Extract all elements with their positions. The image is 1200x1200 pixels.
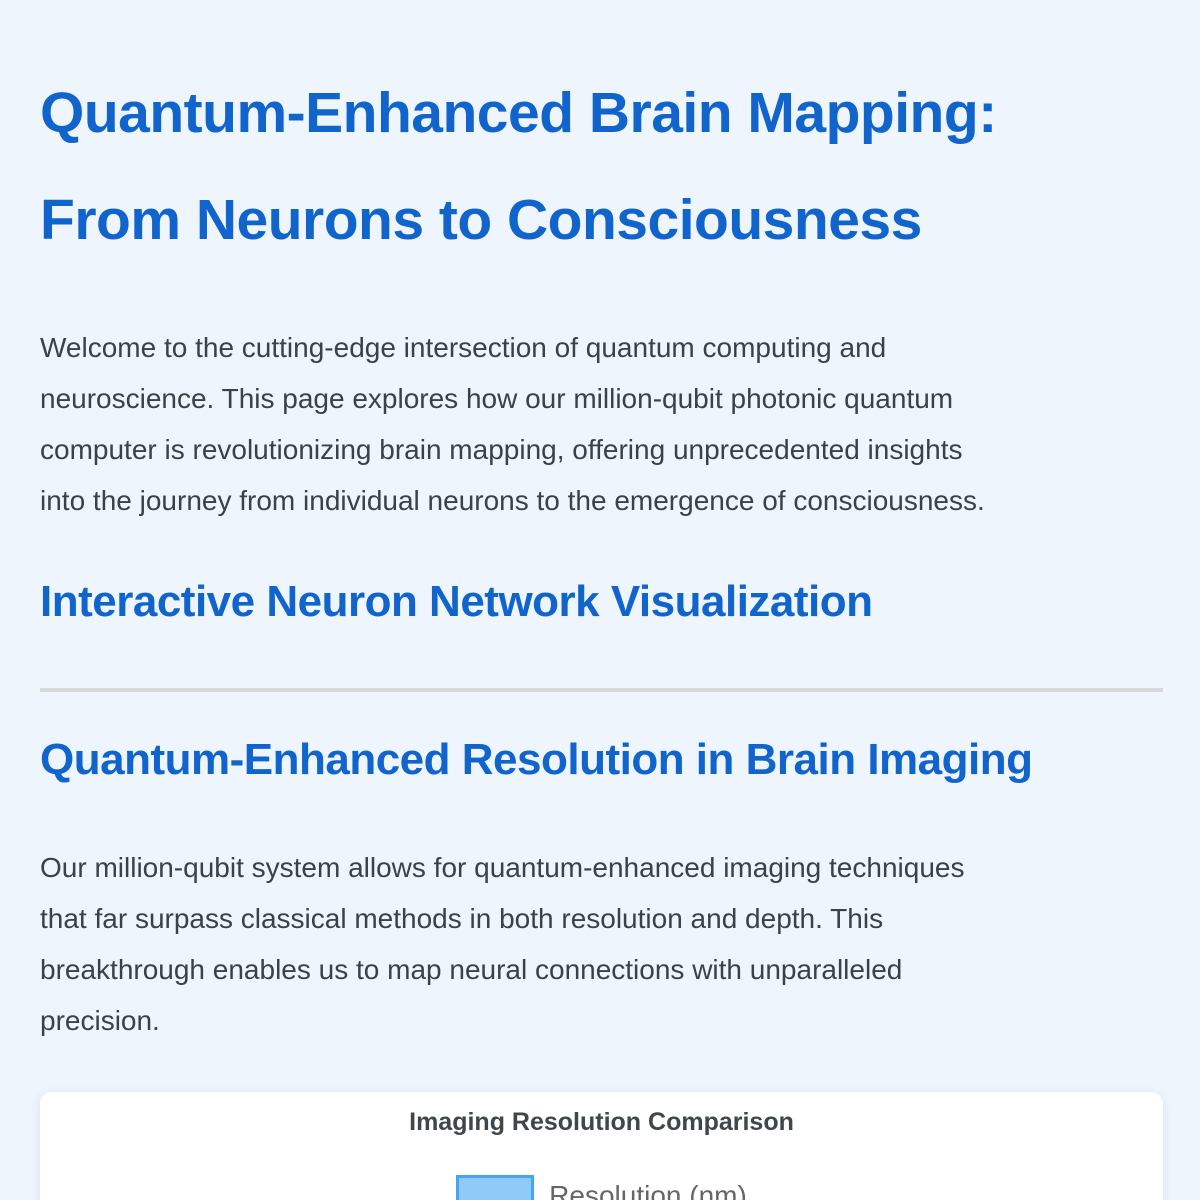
resolution-line-2: that far surpass classical methods in bo… xyxy=(40,903,884,934)
page-title: Quantum-Enhanced Brain Mapping: From Neu… xyxy=(40,0,1163,274)
resolution-line-3: breakthrough enables us to map neural co… xyxy=(40,954,903,985)
resolution-paragraph: Our million-qubit system allows for quan… xyxy=(40,842,1163,1046)
section-divider xyxy=(40,688,1163,692)
intro-paragraph: Welcome to the cutting-edge intersection… xyxy=(40,322,1163,526)
page-title-line-2: From Neurons to Consciousness xyxy=(40,188,922,252)
resolution-line-4: precision. xyxy=(40,1005,160,1036)
chart-legend: Resolution (nm) xyxy=(40,1175,1163,1200)
chart-title: Imaging Resolution Comparison xyxy=(409,1108,794,1136)
legend-swatch-icon xyxy=(456,1175,535,1200)
legend-item-resolution[interactable]: Resolution (nm) xyxy=(456,1175,747,1200)
section-heading-quantum-resolution: Quantum-Enhanced Resolution in Brain Ima… xyxy=(40,735,1033,784)
resolution-line-1: Our million-qubit system allows for quan… xyxy=(40,852,965,883)
section-heading-neuron-visualization: Interactive Neuron Network Visualization xyxy=(40,577,873,626)
page-title-line-1: Quantum-Enhanced Brain Mapping: xyxy=(40,81,997,145)
intro-line-2: neuroscience. This page explores how our… xyxy=(40,383,954,414)
intro-line-1: Welcome to the cutting-edge intersection… xyxy=(40,332,887,363)
imaging-resolution-chart-card: Imaging Resolution Comparison Resolution… xyxy=(40,1092,1163,1200)
intro-line-4: into the journey from individual neurons… xyxy=(40,485,985,516)
legend-label: Resolution (nm) xyxy=(549,1180,747,1200)
intro-line-3: computer is revolutionizing brain mappin… xyxy=(40,434,963,465)
